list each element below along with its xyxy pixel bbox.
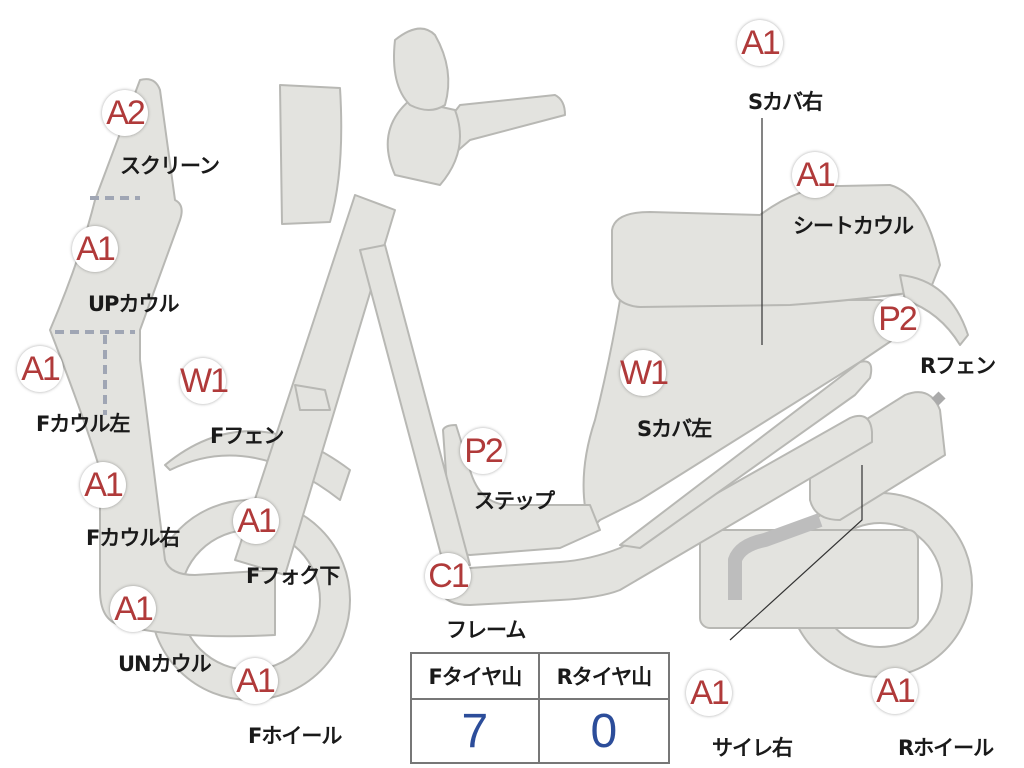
grade-badge: W1: [620, 350, 669, 396]
mirror-shape: [393, 27, 450, 111]
grade-badge: C1: [425, 553, 471, 599]
part-label: スクリーン: [120, 154, 220, 178]
grade-badge: W1: [180, 358, 229, 404]
part-label: Rホイール: [898, 736, 994, 760]
frame-shape: [439, 414, 873, 606]
grade-badge: P2: [460, 428, 506, 474]
grade-badge: A1: [110, 586, 156, 632]
table-header-row: Fタイヤ山 Rタイヤ山: [410, 652, 671, 700]
part-label: Fフェン: [210, 424, 284, 448]
grade-badge: A1: [72, 226, 118, 272]
part-label: Fフォク下: [246, 564, 340, 588]
front-tire-header: Fタイヤ山: [410, 652, 540, 700]
grade-badge: A1: [80, 462, 126, 508]
part-label: Sカバ右: [748, 90, 823, 114]
tire-tread-table: Fタイヤ山 Rタイヤ山 7 0: [410, 652, 671, 764]
muffler-shape: [809, 391, 946, 521]
part-label: Fカウル左: [36, 412, 130, 436]
grade-badge: A1: [232, 658, 278, 704]
grade-badge: A1: [686, 670, 732, 716]
part-label: UNカウル: [118, 652, 212, 676]
leader-line: [729, 465, 863, 641]
table-row: 7 0: [410, 698, 671, 764]
grade-badge: A2: [102, 90, 148, 136]
tail-fender-shape: [899, 274, 969, 346]
handlebar-shape: [424, 94, 566, 176]
front-tire-value: 7: [410, 698, 540, 764]
part-label: サイレ右: [712, 736, 793, 760]
grade-badge: A1: [737, 20, 783, 66]
part-label: ステップ: [474, 489, 555, 513]
rear-tire-value: 0: [537, 698, 671, 764]
part-label: Rフェン: [920, 354, 996, 378]
headlight-shape: [279, 84, 343, 225]
seat-shape: [611, 184, 941, 308]
part-label: Fカウル右: [86, 526, 180, 550]
part-label: UPカウル: [88, 292, 179, 316]
grade-badge: A1: [872, 668, 918, 714]
rear-tire-header: Rタイヤ山: [537, 652, 671, 700]
grade-badge: P2: [874, 296, 920, 342]
part-label: フレーム: [446, 618, 526, 642]
part-label: シートカウル: [793, 214, 914, 238]
grade-badge: A1: [17, 346, 63, 392]
grade-badge: A1: [233, 498, 279, 544]
grade-badge: A1: [792, 152, 838, 198]
part-label: Fホイール: [248, 724, 342, 748]
part-label: Sカバ左: [637, 417, 712, 441]
